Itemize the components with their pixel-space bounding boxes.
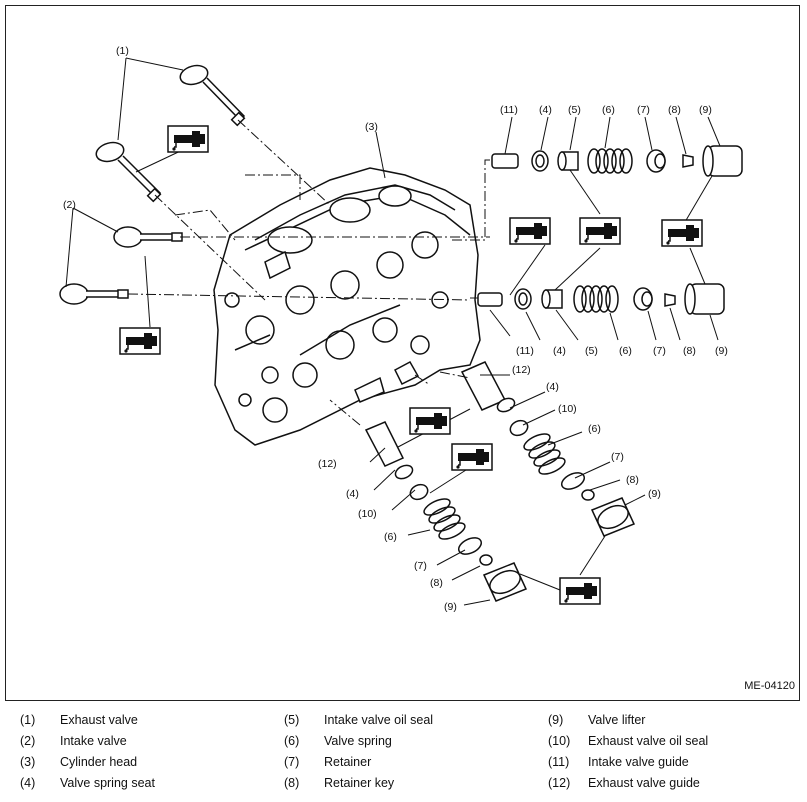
callout-11: (11) [500, 104, 518, 116]
callout-7: (7) [653, 345, 666, 357]
intake-parts-upper [491, 145, 743, 177]
intake-valve-upper [113, 226, 183, 248]
legend-item: (4) Valve spring seat [20, 776, 155, 791]
callout-10: (10) [358, 508, 377, 520]
callout-10: (10) [558, 403, 577, 415]
legend-number: (3) [20, 755, 36, 769]
oil-can-icon [509, 217, 551, 245]
legend-label: Valve lifter [588, 713, 646, 727]
legend-item: (11) Intake valve guide [548, 755, 689, 770]
callout-7: (7) [637, 104, 650, 116]
exhaust-valve-lower [95, 141, 162, 203]
callout-4: (4) [546, 381, 559, 393]
oil-can-icon [451, 443, 493, 471]
callout-9: (9) [444, 601, 457, 613]
legend-label: Exhaust valve oil seal [588, 734, 709, 748]
callout-8: (8) [668, 104, 681, 116]
legend-label: Exhaust valve [60, 713, 138, 727]
legend-number: (11) [548, 755, 570, 769]
callout-9: (9) [715, 345, 728, 357]
legend-number: (10) [548, 734, 571, 748]
callout-6: (6) [602, 104, 615, 116]
legend-label: Retainer key [324, 776, 395, 790]
callout-5: (5) [568, 104, 581, 116]
legend-number: (1) [20, 713, 36, 727]
legend-number: (5) [284, 713, 300, 727]
legend-number: (9) [548, 713, 564, 727]
exhaust-parts-left [364, 421, 528, 602]
callout-6: (6) [619, 345, 632, 357]
legend-item: (1) Exhaust valve [20, 713, 138, 728]
callout-7: (7) [611, 451, 624, 463]
figure-id: ME-04120 [744, 680, 795, 692]
legend-number: (2) [20, 734, 36, 748]
legend-item: (6) Valve spring [284, 734, 392, 749]
exploded-view-diagram: (1) (2) (3) (11) (4) (5) (6) (7) (8) (9)… [59, 45, 743, 613]
leader-lines [65, 57, 721, 606]
callout-9: (9) [699, 104, 712, 116]
legend-item: (5) Intake valve oil seal [284, 713, 433, 728]
callout-12: (12) [512, 364, 531, 376]
legend-item: (8) Retainer key [284, 776, 394, 791]
legend-label: Valve spring seat [60, 776, 155, 790]
callout-labels: (1) (2) (3) (11) (4) (5) (6) (7) (8) (9)… [63, 45, 728, 613]
center-lines [127, 119, 490, 426]
legend-number: (4) [20, 776, 36, 790]
oil-can-icon [661, 219, 703, 247]
legend-label: Exhaust valve guide [588, 776, 700, 790]
legend-label: Intake valve guide [588, 755, 689, 769]
exhaust-parts-right [460, 361, 636, 537]
callout-11: (11) [516, 345, 534, 357]
callout-4: (4) [553, 345, 566, 357]
legend-number: (12) [548, 776, 571, 790]
callout-2: (2) [63, 199, 76, 211]
intake-valve-lower [59, 283, 129, 305]
legend-item: (12) Exhaust valve guide [548, 776, 700, 791]
legend-item: (9) Valve lifter [548, 713, 645, 728]
oil-can-icon [579, 217, 621, 245]
oil-can-icon [119, 327, 161, 355]
legend-item: (10) Exhaust valve oil seal [548, 734, 708, 749]
callout-6: (6) [588, 423, 601, 435]
oil-can-icon [559, 577, 601, 605]
exhaust-valve-upper [179, 64, 246, 127]
oil-can-icon [167, 125, 209, 153]
callout-12: (12) [318, 458, 337, 470]
legend-item: (3) Cylinder head [20, 755, 137, 770]
legend-label: Intake valve [60, 734, 127, 748]
legend-item: (7) Retainer [284, 755, 371, 770]
callout-5: (5) [585, 345, 598, 357]
callout-4: (4) [539, 104, 552, 116]
callout-9: (9) [648, 488, 661, 500]
callout-4: (4) [346, 488, 359, 500]
intake-parts-lower [477, 283, 725, 315]
legend-number: (6) [284, 734, 300, 748]
legend-label: Retainer [324, 755, 372, 769]
legend-label: Cylinder head [60, 755, 138, 769]
callout-8: (8) [683, 345, 696, 357]
legend-item: (2) Intake valve [20, 734, 127, 749]
diagram-frame [5, 5, 800, 701]
callout-3: (3) [365, 121, 378, 133]
legend-number: (7) [284, 755, 300, 769]
callout-6: (6) [384, 531, 397, 543]
oil-can-icon [409, 407, 451, 435]
cylinder-head [213, 167, 481, 446]
callout-8: (8) [430, 577, 443, 589]
callout-1: (1) [116, 45, 129, 57]
callout-8: (8) [626, 474, 639, 486]
callout-7: (7) [414, 560, 427, 572]
legend-number: (8) [284, 776, 300, 790]
legend-label: Intake valve oil seal [324, 713, 434, 727]
legend-label: Valve spring [324, 734, 392, 748]
